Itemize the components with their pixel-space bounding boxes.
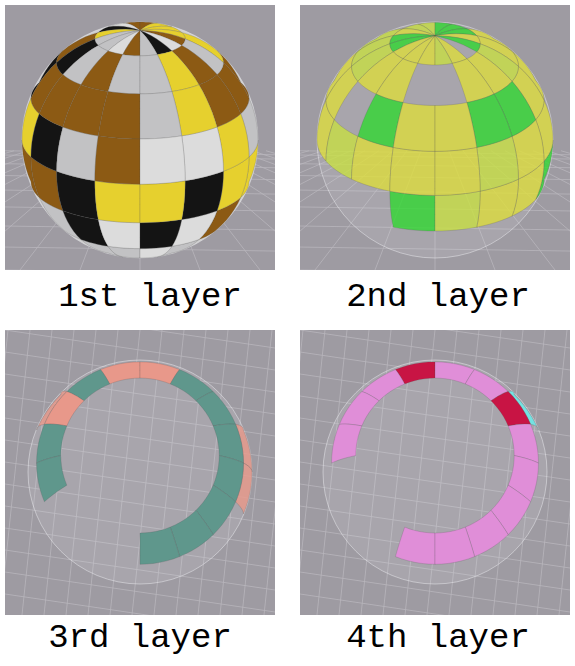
sphere-cell (418, 36, 435, 65)
sphere-cell (376, 59, 418, 103)
sphere-outline (22, 22, 258, 258)
sphere-cells (332, 362, 539, 564)
sphere-cell (37, 424, 67, 463)
panel-ground (5, 5, 275, 270)
sphere-cell (452, 59, 494, 103)
sphere-cell (95, 136, 140, 184)
sphere-cell (435, 147, 480, 195)
render-panel (300, 5, 570, 270)
sphere-cell (435, 103, 477, 152)
panel-caption: 1st layer (58, 278, 242, 317)
sphere-cell (508, 424, 538, 463)
render-panel (5, 330, 275, 615)
sphere-cell (44, 392, 84, 426)
sphere-cell (435, 191, 480, 231)
panel-ground (300, 5, 570, 270)
panel-caption: 3rd layer (48, 619, 232, 658)
sphere-cell (140, 31, 157, 56)
sphere-outline (323, 360, 547, 584)
sphere-cell (140, 181, 185, 223)
sphere-cell (98, 220, 140, 249)
sphere-cell (140, 220, 182, 249)
sphere-cell (435, 527, 475, 564)
sphere-cells (317, 23, 553, 232)
sphere-cell (123, 31, 140, 56)
sphere-cell (213, 424, 243, 463)
sphere-cell (95, 181, 140, 223)
sphere-cells (37, 362, 252, 564)
render-panel (300, 330, 570, 615)
sphere-cell (339, 392, 379, 426)
sphere-cell (332, 424, 362, 463)
sphere-cell (435, 36, 452, 65)
sphere-cell (37, 456, 67, 502)
panel-caption: 2nd layer (346, 278, 530, 317)
sphere-cell (108, 55, 140, 94)
sphere-cell (491, 392, 531, 426)
floor-grid (300, 330, 570, 615)
panel-ground (5, 330, 275, 615)
sphere-cell (140, 527, 180, 564)
sphere-cell (98, 92, 140, 139)
sphere-outline (28, 360, 252, 584)
sphere-outline (317, 22, 553, 258)
sphere-cell (390, 147, 435, 195)
sphere-cell (395, 527, 435, 564)
panel-caption: 4th layer (346, 619, 530, 658)
sphere-cell (140, 55, 172, 94)
panel-ground (300, 330, 570, 615)
sphere-cell (140, 92, 182, 139)
sphere-cells (22, 22, 258, 258)
sphere-cell (393, 103, 435, 152)
render-panel (5, 5, 275, 270)
sphere-cell (140, 136, 185, 184)
floor-grid (5, 330, 275, 615)
sphere-cell (390, 191, 435, 231)
sphere-cell (196, 392, 236, 426)
